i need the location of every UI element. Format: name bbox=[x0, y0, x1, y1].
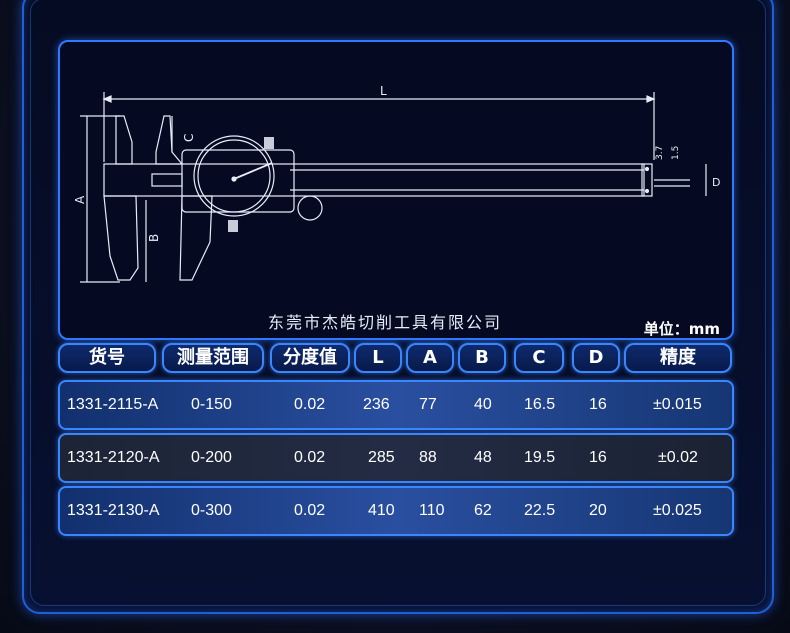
table-row: 1331-2130-A 0-300 0.02 410 110 62 22.5 2… bbox=[58, 486, 734, 536]
thumb-wheel bbox=[297, 195, 323, 221]
caliper-diagram: L A B C bbox=[73, 84, 720, 283]
rivet bbox=[644, 166, 650, 172]
caliper-diagram-panel: L A B C bbox=[58, 40, 734, 340]
header-measure-range: 测量范围 bbox=[162, 343, 264, 373]
rivet bbox=[644, 188, 650, 194]
caliper-beam bbox=[103, 163, 645, 197]
cell-accuracy: ±0.025 bbox=[653, 502, 702, 519]
cell-item-number: 1331-2130-A bbox=[67, 502, 160, 519]
header-d: D bbox=[572, 343, 620, 373]
depth-rod-end bbox=[641, 163, 653, 197]
cell-l: 285 bbox=[368, 449, 395, 466]
cell-d: 16 bbox=[589, 449, 607, 466]
cell-measure-range: 0-300 bbox=[191, 502, 232, 519]
cell-resolution: 0.02 bbox=[294, 502, 326, 519]
table-header-row: 货号 测量范围 分度值 L A B C D 精度 bbox=[58, 343, 732, 373]
header-b: B bbox=[458, 343, 506, 373]
cell-a: 88 bbox=[419, 449, 437, 466]
header-accuracy: 精度 bbox=[624, 343, 732, 373]
header-l: L bbox=[354, 343, 402, 373]
lock-screw-icon bbox=[264, 137, 274, 149]
cell-d: 16 bbox=[589, 396, 607, 413]
unit-label: 单位：mm bbox=[643, 320, 720, 338]
lower-fixed-jaw bbox=[103, 195, 139, 281]
cell-item-number: 1331-2120-A bbox=[67, 449, 160, 466]
table-row: 1331-2115-A 0-150 0.02 236 77 40 16.5 16… bbox=[58, 380, 734, 430]
table-row: 1331-2120-A 0-200 0.02 285 88 48 19.5 16… bbox=[58, 433, 734, 483]
header-c: C bbox=[514, 343, 564, 373]
cell-accuracy: ±0.015 bbox=[653, 396, 702, 413]
cell-measure-range: 0-200 bbox=[191, 449, 232, 466]
cell-c: 19.5 bbox=[524, 449, 556, 466]
cell-c: 16.5 bbox=[524, 396, 556, 413]
cell-l: 410 bbox=[368, 502, 395, 519]
adjust-screw-icon bbox=[228, 220, 238, 232]
header-resolution: 分度值 bbox=[270, 343, 350, 373]
header-a: A bbox=[406, 343, 454, 373]
cell-c: 22.5 bbox=[524, 502, 556, 519]
dial-needle bbox=[233, 162, 273, 180]
cell-a: 110 bbox=[419, 502, 445, 519]
cell-accuracy: ±0.02 bbox=[658, 449, 698, 466]
cell-resolution: 0.02 bbox=[294, 396, 326, 413]
upper-fixed-jaw bbox=[115, 115, 133, 165]
arrow-icon bbox=[102, 95, 112, 103]
dial-face bbox=[193, 135, 275, 217]
cell-b: 48 bbox=[474, 449, 492, 466]
cell-resolution: 0.02 bbox=[294, 449, 326, 466]
cell-b: 62 bbox=[474, 502, 492, 519]
label-d: D bbox=[712, 176, 720, 189]
label-3-7: 3.7 bbox=[655, 146, 665, 160]
cell-a: 77 bbox=[419, 396, 437, 413]
company-name: 东莞市杰皓切削工具有限公司 bbox=[268, 313, 503, 332]
label-1-5: 1.5 bbox=[671, 146, 681, 160]
label-b: B bbox=[147, 234, 161, 242]
label-l: L bbox=[380, 84, 387, 98]
cell-d: 20 bbox=[589, 502, 607, 519]
cell-measure-range: 0-150 bbox=[191, 396, 232, 413]
label-a: A bbox=[73, 195, 87, 204]
upper-sliding-jaw bbox=[155, 115, 184, 165]
dial-inner-ring bbox=[197, 139, 271, 213]
header-item-number: 货号 bbox=[58, 343, 156, 373]
label-c: C bbox=[182, 134, 196, 142]
beam-slot bbox=[151, 173, 183, 187]
lower-sliding-jaw bbox=[179, 195, 213, 281]
needle-pivot bbox=[231, 176, 237, 182]
cell-item-number: 1331-2115-A bbox=[67, 396, 159, 413]
arrow-icon bbox=[646, 95, 656, 103]
cell-l: 236 bbox=[363, 396, 390, 413]
cell-b: 40 bbox=[474, 396, 492, 413]
